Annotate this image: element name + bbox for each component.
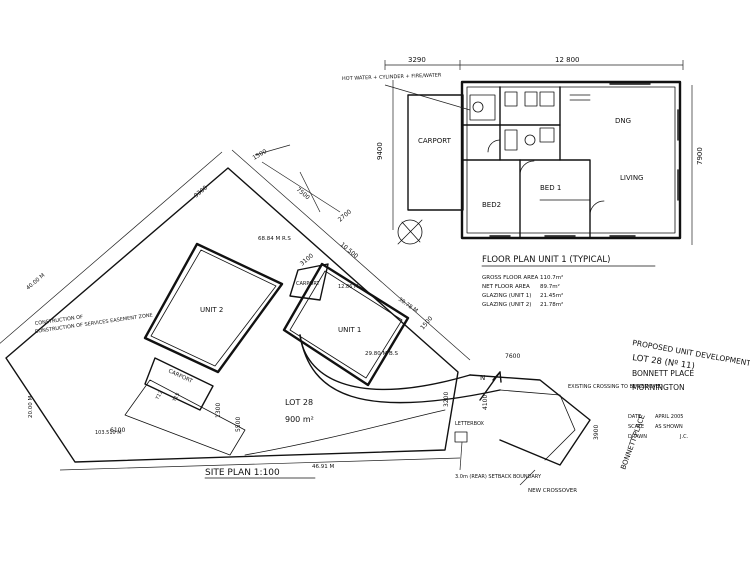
floor-plan: 3290 12 800 9400 7900 CARPORT [342, 56, 704, 308]
site-dim-d8: 7600 [505, 353, 520, 360]
area-schedule: GROSS FLOOR AREA 110.7m² NET FLOOR AREA … [482, 274, 563, 308]
driveway-edge-1 [299, 334, 471, 390]
unit-2-footprint: UNIT 2 [143, 242, 284, 374]
site-dim-d10: 4100 [482, 395, 489, 410]
site-plan: 68.84 M R.S 29.80 M B.S 30.78 M 46.91 M … [0, 144, 663, 494]
tree-symbol [397, 219, 423, 245]
site-dim-d1: 1500 [252, 148, 269, 162]
drawn-label: DRAWN [628, 434, 647, 440]
area-value-2: 89.7m² [540, 283, 560, 290]
existing-crossing-label: EXISTING CROSSING TO BE REMOVED [568, 384, 663, 390]
floor-callout: HOT WATER + CYLINDER + FIRE/WATER [342, 73, 442, 82]
area-label-2: NET FLOOR AREA [482, 284, 530, 290]
boundary-note: 3.0m (REAR) SETBACK BOUNDARY [455, 474, 542, 480]
unit-1-label: UNIT 1 [338, 326, 361, 334]
lot-label: LOT 28 [285, 398, 313, 407]
boundary-b8: 12.86 M [338, 284, 358, 290]
new-crossover-label: NEW CROSSOVER [528, 488, 577, 494]
boundary-b6: 20.00 M [28, 396, 34, 418]
floor-plan-title: FLOOR PLAN UNIT 1 (TYPICAL) [482, 255, 610, 265]
lot-boundary [5, 167, 459, 463]
drawn-value: J.C. [679, 434, 689, 440]
letterbox-label: LETTERBOX [455, 421, 485, 427]
site-dim-d13: 5500 [235, 417, 242, 432]
title-block: PROPOSED UNIT DEVELOPMENT LOT 28 (Nº 11)… [628, 338, 750, 440]
unit-1-carport: CARPORT [289, 263, 329, 301]
floor-dim-right: 7900 [696, 147, 704, 165]
floor-room-bed2: BED2 [482, 201, 501, 209]
floor-carport-label: CARPORT [418, 137, 452, 145]
north-arrow-label: N [480, 374, 485, 382]
boundary-b7: 103.510 M [95, 430, 122, 436]
driveway-edge-2 [299, 334, 501, 404]
unit-1-carport-label: CARPORT [296, 281, 320, 287]
area-label-4: GLAZING (UNIT 2) [482, 302, 531, 308]
scale-value: AS SHOWN [655, 424, 683, 430]
unit-2-label: UNIT 2 [200, 306, 223, 314]
title-line-4: MORNINGTON [632, 383, 685, 392]
site-dim-d4: 2700 [337, 208, 353, 223]
floor-dim-top-left: 3290 [408, 56, 426, 64]
floor-room-bed1: BED 1 [540, 184, 561, 192]
street-label: BONNETT PLACE [619, 413, 646, 470]
date-value: APRIL 2005 [655, 414, 683, 420]
site-dim-y15: Y15 [171, 392, 181, 404]
floor-room-dining: DNG [615, 117, 631, 125]
boundary-b4: 46.91 M [312, 464, 334, 470]
site-dim-d14: 6100 [110, 427, 125, 434]
site-plan-title: SITE PLAN 1:100 [205, 468, 280, 478]
floor-dim-top-right: 12 800 [555, 56, 580, 64]
site-dim-d11: 3900 [593, 425, 600, 440]
area-value-1: 110.7m² [540, 274, 563, 281]
floor-dim-left: 9400 [376, 142, 384, 160]
title-line-3: BONNETT PLACE [632, 369, 694, 378]
scale-label: SCALE [628, 424, 644, 430]
area-label-3: GLAZING (UNIT 1) [482, 293, 531, 299]
area-value-4: 21.78m² [540, 301, 563, 308]
area-label-1: GROSS FLOOR AREA [482, 275, 538, 281]
lot-area: 900 m² [285, 415, 314, 424]
site-dim-y13: Y13 [154, 390, 164, 402]
area-value-3: 21.45m² [540, 292, 563, 299]
site-dim-d12: 1300 [215, 403, 222, 418]
site-dim-d5: 10 500 [339, 241, 360, 260]
north-arrow: N [479, 371, 502, 401]
floor-room-living: LIVING [620, 174, 643, 182]
site-dim-d7: 3100 [299, 252, 315, 267]
boundary-b2: 29.80 M B.S [365, 351, 399, 357]
boundary-b5: 40.00 M [25, 272, 46, 291]
date-label: DATE [628, 414, 641, 420]
boundary-b1: 68.84 M R.S [258, 236, 291, 242]
unit-1-footprint: UNIT 1 [282, 262, 410, 387]
